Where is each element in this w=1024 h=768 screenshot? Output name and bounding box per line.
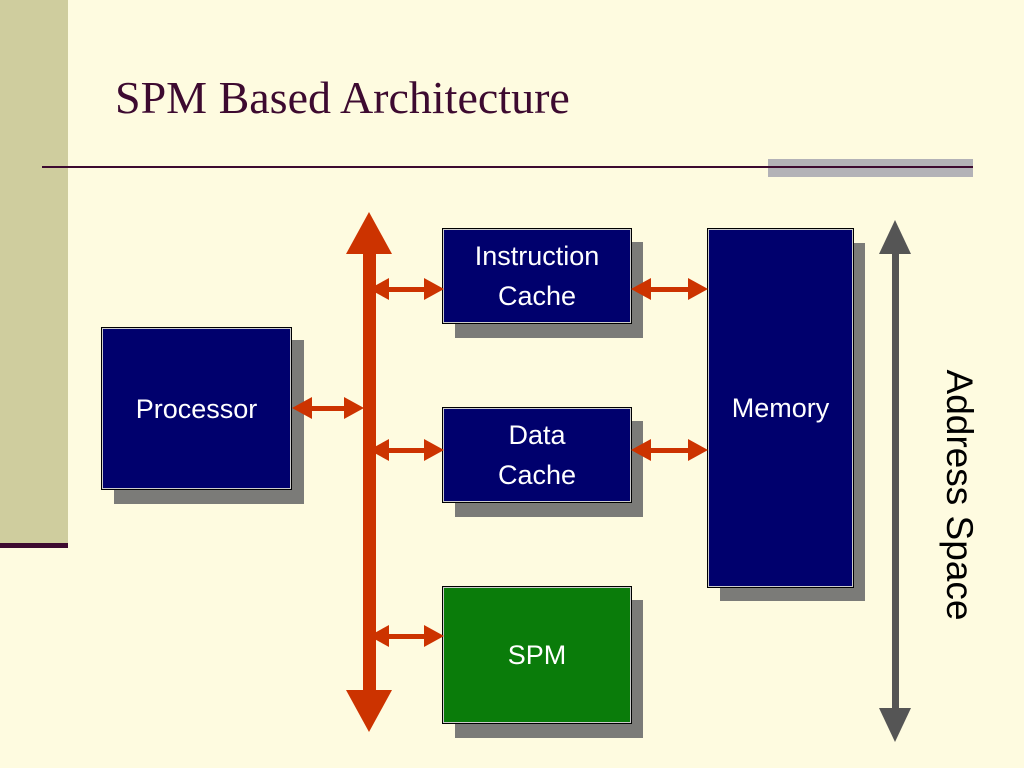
main-bus-arrow <box>346 212 392 732</box>
bus-instruction-cache-double-arrow <box>369 278 444 300</box>
left-sidebar-band <box>0 0 68 546</box>
slide-title: SPM Based Architecture <box>115 72 570 123</box>
instruction-cache-label-line2: Cache <box>497 281 577 311</box>
data-cache-block: Data Cache <box>442 407 632 503</box>
instruction-cache-block: Instruction Cache <box>442 228 632 324</box>
title-rule-accent-line <box>768 166 973 168</box>
spm-block: SPM <box>442 586 632 724</box>
memory-label: Memory <box>731 393 830 423</box>
data-cache-memory-double-arrow <box>631 439 708 461</box>
memory-block: Memory <box>707 228 854 588</box>
bus-spm-double-arrow <box>369 625 444 647</box>
processor-block: Processor <box>101 327 292 490</box>
sidebar-accent-line <box>0 543 68 548</box>
data-cache-label-line2: Cache <box>497 460 577 490</box>
address-space-label: Address Space <box>939 369 980 621</box>
processor-bus-double-arrow <box>292 397 364 419</box>
instruction-cache-memory-double-arrow <box>631 278 708 300</box>
bus-data-cache-double-arrow <box>369 439 444 461</box>
processor-label: Processor <box>135 393 258 424</box>
title-rule-accent-bar <box>768 159 973 177</box>
spm-label: SPM <box>507 640 567 670</box>
instruction-cache-label-line1: Instruction <box>474 241 600 271</box>
data-cache-label-line1: Data <box>508 420 566 450</box>
address-space-double-arrow <box>879 220 911 742</box>
title-rule <box>42 166 780 168</box>
